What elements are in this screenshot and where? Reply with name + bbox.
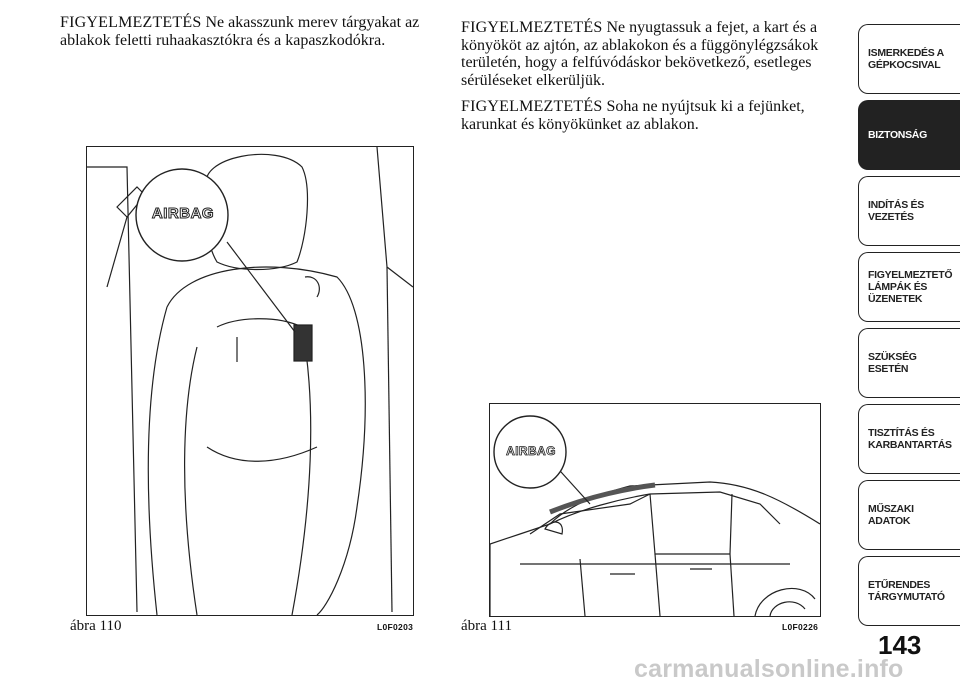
chapter-sidebar: ISMERKEDÉS A GÉPKOCSIVAL BIZTONSÁG INDÍT…	[858, 24, 960, 632]
figure-code: L0F0226	[782, 622, 819, 632]
figure-caption: ábra 110	[70, 618, 122, 634]
warning-paragraph: FIGYELMEZTETÉS Ne akasszunk merev tárgya…	[60, 14, 430, 49]
seat-illustration	[87, 146, 414, 616]
sidebar-tab-szukseg[interactable]: SZÜKSÉG ESETÉN	[858, 328, 960, 398]
left-column: FIGYELMEZTETÉS Ne akasszunk merev tárgya…	[60, 14, 430, 58]
figure-code: L0F0203	[377, 622, 414, 632]
figure-caption: ábra 111	[461, 618, 512, 634]
sidebar-tab-label: MŰSZAKI ADATOK	[868, 503, 914, 527]
right-column: FIGYELMEZTETÉS Ne nyugtassuk a fejet, a …	[461, 19, 841, 142]
warning-label: FIGYELMEZTETÉS	[461, 98, 603, 115]
warning-label: FIGYELMEZTETÉS	[60, 14, 202, 31]
airbag-badge: AIRBAG	[151, 205, 215, 223]
sidebar-tab-ismerkedes[interactable]: ISMERKEDÉS A GÉPKOCSIVAL	[858, 24, 960, 94]
warning-label: FIGYELMEZTETÉS	[461, 19, 603, 36]
car-illustration	[489, 415, 821, 617]
airbag-badge: AIRBAG	[506, 444, 556, 459]
sidebar-tab-label: INDÍTÁS ÉS VEZETÉS	[868, 199, 924, 223]
sidebar-tab-label: ISMERKEDÉS A GÉPKOCSIVAL	[868, 47, 944, 71]
sidebar-tab-figyelmezteto[interactable]: FIGYELMEZTETŐ LÁMPÁK ÉS ÜZENETEK	[858, 252, 960, 322]
sidebar-tab-inditas[interactable]: INDÍTÁS ÉS VEZETÉS	[858, 176, 960, 246]
warning-paragraph: FIGYELMEZTETÉS Ne nyugtassuk a fejet, a …	[461, 19, 841, 89]
sidebar-tab-label: TISZTÍTÁS ÉS KARBANTARTÁS	[868, 427, 952, 451]
sidebar-tab-tisztitas[interactable]: TISZTÍTÁS ÉS KARBANTARTÁS	[858, 404, 960, 474]
figure-111-car-airbag: AIRBAG	[489, 403, 821, 617]
sidebar-tab-muszaki[interactable]: MŰSZAKI ADATOK	[858, 480, 960, 550]
sidebar-tab-label: ETŰRENDES TÁRGYMUTATÓ	[868, 579, 945, 603]
warning-paragraph: FIGYELMEZTETÉS Soha ne nyújtsuk ki a fej…	[461, 98, 841, 133]
sidebar-tab-label: BIZTONSÁG	[868, 129, 927, 141]
sidebar-tab-label: FIGYELMEZTETŐ LÁMPÁK ÉS ÜZENETEK	[868, 269, 953, 305]
page-number: 143	[878, 630, 922, 660]
figure-110-seat-airbag: AIRBAG	[86, 146, 414, 616]
warning-text: Ne akasszunk merev tárgyakat az ablakok …	[60, 14, 420, 49]
sidebar-tab-targymutato[interactable]: ETŰRENDES TÁRGYMUTATÓ	[858, 556, 960, 626]
warning-text: Ne nyugtassuk a fejet, a kart és a könyö…	[461, 19, 819, 89]
warning-text: Soha ne nyújtsuk ki a fejünket, karunkat…	[461, 98, 805, 133]
sidebar-tab-label: SZÜKSÉG ESETÉN	[868, 351, 917, 375]
watermark: carmanualsonline.info	[634, 655, 904, 683]
sidebar-tab-biztonsag[interactable]: BIZTONSÁG	[858, 100, 960, 170]
